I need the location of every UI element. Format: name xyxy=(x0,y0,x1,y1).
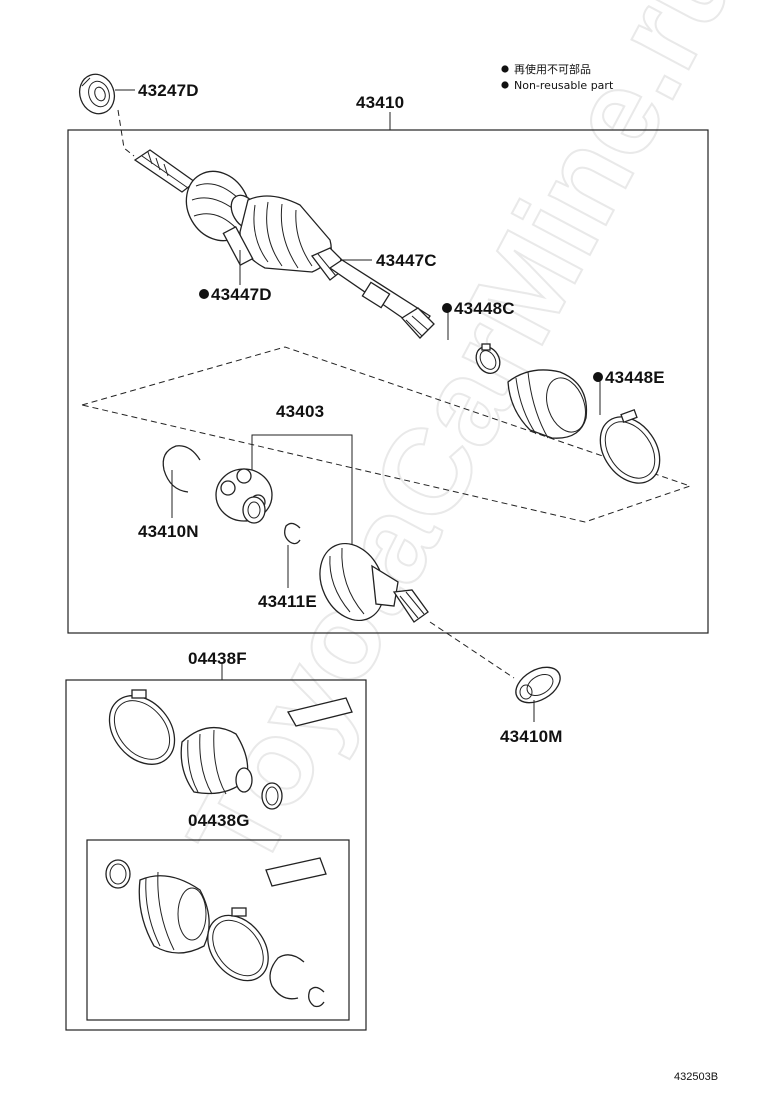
oil-seal-43410M xyxy=(515,666,561,704)
inner-boot xyxy=(507,369,588,439)
legend: 再使用不可部品 Non-reusable part xyxy=(501,62,614,92)
drive-shaft-assembly xyxy=(133,149,435,339)
assembly-frame-43410 xyxy=(67,129,709,634)
drawing-code: 432503B xyxy=(674,1071,718,1083)
part-label-43447C: 43447C xyxy=(376,251,437,270)
part-label-43247D: 43247D xyxy=(138,81,199,100)
snap-ring-43411E xyxy=(284,522,301,545)
kit-frame-04438G xyxy=(86,839,350,1021)
part-label-43403: 43403 xyxy=(276,402,324,421)
part-label-43410N: 43410N xyxy=(138,522,199,541)
legend-bullet-icon xyxy=(501,81,509,89)
clamp-43448C xyxy=(475,343,501,374)
non-reusable-icon xyxy=(442,303,452,313)
leader-43247D-dash xyxy=(117,109,135,157)
part-label-43447D: 43447D xyxy=(211,285,272,304)
exploded-boundary xyxy=(81,346,692,523)
part-label-43448E: 43448E xyxy=(605,368,665,387)
outer-joint-housing xyxy=(319,542,429,623)
leader-43403 xyxy=(251,434,353,545)
snap-ring-43410N xyxy=(162,445,201,493)
kit-frame-04438F xyxy=(65,679,367,1031)
kit-04438F-contents xyxy=(108,689,353,810)
clamp-43448E xyxy=(599,409,661,484)
legend-english: Non-reusable part xyxy=(514,79,614,92)
non-reusable-icon xyxy=(593,372,603,382)
tripod-43403 xyxy=(215,468,273,524)
legend-bullet-icon xyxy=(501,65,509,73)
dust-seal-43247D xyxy=(78,73,116,115)
part-label-43410: 43410 xyxy=(356,93,404,112)
non-reusable-icon xyxy=(199,289,209,299)
part-label-04438G: 04438G xyxy=(188,811,250,830)
part-label-43411E: 43411E xyxy=(258,592,317,611)
kit-04438G-contents xyxy=(105,857,327,1008)
part-label-04438F: 04438F xyxy=(188,649,247,668)
part-label-43448C: 43448C xyxy=(454,299,515,318)
leader-43410M-dash xyxy=(429,621,515,679)
legend-japanese: 再使用不可部品 xyxy=(514,62,591,76)
part-label-43410M: 43410M xyxy=(500,727,563,746)
